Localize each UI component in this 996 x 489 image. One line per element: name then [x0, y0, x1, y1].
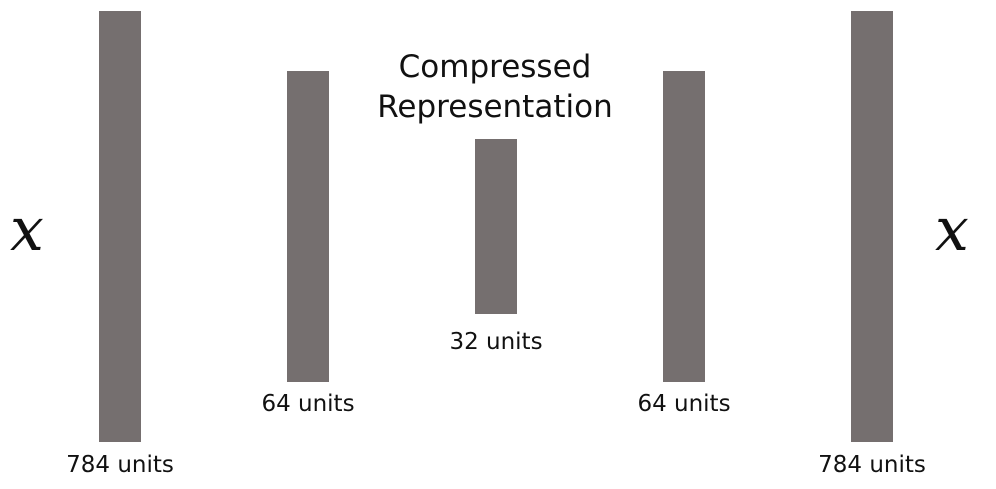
output-layer-label: 784 units: [818, 452, 926, 478]
bottleneck-layer-bar: [475, 139, 517, 314]
output-layer-bar: [851, 11, 893, 442]
output-symbol: x: [935, 195, 969, 265]
encoder-hidden-layer-label: 64 units: [261, 391, 355, 417]
bottleneck-layer-label: 32 units: [449, 329, 543, 355]
input-layer-label: 784 units: [66, 452, 174, 478]
bottleneck-title-line1: Compressed: [398, 49, 592, 85]
encoder-hidden-layer-bar: [287, 71, 329, 382]
bottleneck-title-line2: Representation: [377, 89, 613, 125]
decoder-hidden-layer-bar: [663, 71, 705, 382]
decoder-hidden-layer-label: 64 units: [637, 391, 731, 417]
input-layer-bar: [99, 11, 141, 442]
input-symbol: x: [10, 195, 44, 265]
bottleneck-title: Compressed Representation: [360, 47, 630, 127]
